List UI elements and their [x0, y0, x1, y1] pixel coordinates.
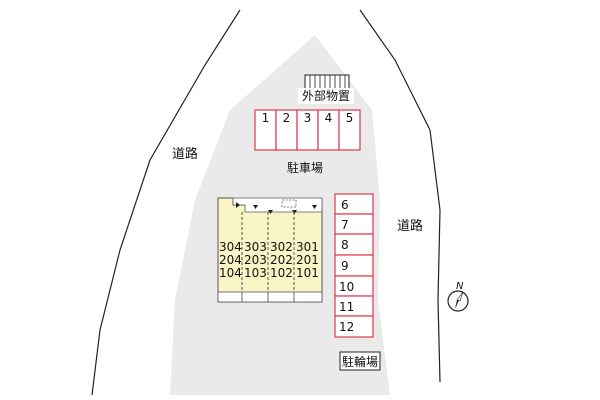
parking-number-2: 2 [283, 111, 291, 125]
parking-space-5 [338, 109, 361, 151]
parking-number-5: 5 [346, 111, 354, 125]
room-202: 202 [270, 253, 293, 267]
parking-number-1: 1 [262, 111, 270, 125]
road-label-right: 道路 [397, 218, 423, 234]
road-edge-left [91, 9, 241, 396]
room-303: 303 [244, 240, 267, 254]
room-302: 302 [270, 240, 293, 254]
entrance-box [281, 199, 297, 208]
balconies [217, 291, 323, 303]
room-102: 102 [270, 266, 293, 280]
parking-number-11: 11 [339, 300, 354, 314]
room-301: 301 [296, 240, 319, 254]
room-104: 104 [219, 266, 242, 280]
parking-number-3: 3 [304, 111, 312, 125]
parking-lot-label: 駐車場 [287, 160, 323, 175]
parking-row-top: 1 2 3 4 5 [254, 109, 361, 151]
room-101: 101 [296, 266, 319, 280]
room-201: 201 [296, 253, 319, 267]
parking-space-12 [334, 315, 374, 338]
room-304: 304 [219, 240, 242, 254]
parking-number-6: 6 [341, 198, 349, 212]
bicycle-parking-box [339, 351, 381, 371]
building-corridor [232, 197, 323, 213]
bicycle-parking-label: 駐輪場 [342, 354, 378, 369]
parking-number-7: 7 [341, 218, 349, 232]
north-label: N [456, 281, 464, 292]
parking-number-9: 9 [341, 259, 349, 273]
parking-number-10: 10 [339, 280, 354, 294]
parking-number-8: 8 [341, 238, 349, 252]
storage-label-bg [298, 88, 354, 104]
road-edge-right [359, 9, 441, 383]
north-arrow-icon: N [447, 281, 469, 312]
parking-column-right: 6 7 8 9 10 11 12 [334, 193, 374, 338]
room-204: 204 [219, 253, 242, 267]
parking-number-4: 4 [325, 111, 333, 125]
road-label-left: 道路 [172, 146, 198, 162]
external-storage [304, 74, 350, 90]
storage-label: 外部物置 [302, 88, 350, 103]
room-103: 103 [244, 266, 267, 280]
parking-number-12: 12 [339, 320, 354, 334]
room-numbers: 304 204 104 303 203 103 302 202 102 301 … [219, 240, 319, 280]
room-203: 203 [244, 253, 267, 267]
apartment-building: 304 204 104 303 203 103 302 202 102 301 … [217, 197, 323, 303]
